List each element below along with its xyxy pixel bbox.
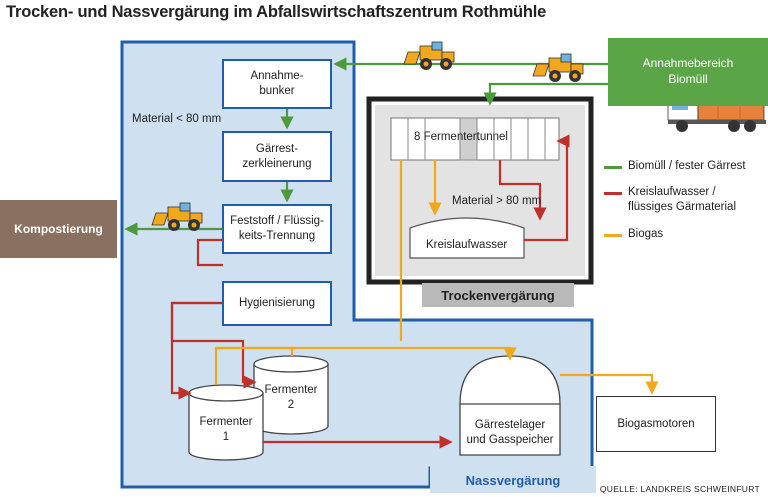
arrow-kreisl-to-tunnel (524, 134, 570, 242)
hygienisierung-box: Hygienisierung (222, 281, 332, 326)
legend-red-line (604, 192, 622, 195)
gaerrest-zerkleinerung-box: Gärrest- zerkleinerung (222, 131, 332, 182)
legend-yellow-line (604, 234, 622, 237)
material-lt-label: Material < 80 mm (132, 113, 222, 125)
fermentertunnel-label: 8 Fermentertunnel (414, 131, 508, 143)
diagram-title: Trocken- und Nassvergärung im Abfallswir… (6, 3, 547, 21)
biogasmotoren-box: Biogasmotoren (596, 396, 716, 452)
trockenvergaerung-label: Trockenvergärung (422, 283, 574, 307)
nassvergaerung-label: Nassvergärung (430, 468, 596, 493)
legend-red-label: Kreislaufwasser / flüssiges Gärmaterial (628, 186, 737, 213)
arrow-gas-to-lager (216, 346, 517, 361)
arrow-tunnel-to-kreisl (498, 160, 547, 221)
kompostierung-box: Kompostierung (0, 200, 117, 258)
material-gt-label: Material > 80 mm (452, 195, 542, 207)
arrow-annahme-to-trocken (483, 82, 608, 106)
fermenter2-label: Fermenter 2 (264, 384, 318, 411)
legend-green-label: Biomüll / fester Gärrest (628, 160, 746, 172)
arrow-hyg-to-f2 (170, 301, 257, 389)
arrow-lager-to-motoren (560, 373, 659, 395)
annahmebereich-box: Annahmebereich Biomüll (608, 38, 768, 106)
trennung-box: Feststoff / Flüssig- keits-Trennung (222, 204, 332, 254)
fermenter2-shape (253, 355, 329, 435)
gaerrestelager-label: Gärrestelager und Gasspeicher (466, 419, 554, 446)
legend-green-line (604, 166, 622, 169)
annahmebunker-box: Annahme- bunker (222, 59, 332, 109)
fermenter1-shape (188, 384, 264, 461)
legend-yellow-label: Biogas (628, 228, 664, 240)
kreislaufwasser-label: Kreislaufwasser (426, 239, 508, 251)
source-credit: QUELLE: LANDKREIS SCHWEINFURT (599, 484, 760, 494)
arrow-trennung-to-hyg (196, 238, 223, 267)
fermenter1-label: Fermenter 1 (199, 416, 253, 443)
kreislaufwasser-tank (409, 217, 525, 259)
wheel-loader-right (532, 53, 584, 82)
wheel-loader-top (403, 41, 455, 70)
wheel-loader-left (151, 202, 203, 231)
